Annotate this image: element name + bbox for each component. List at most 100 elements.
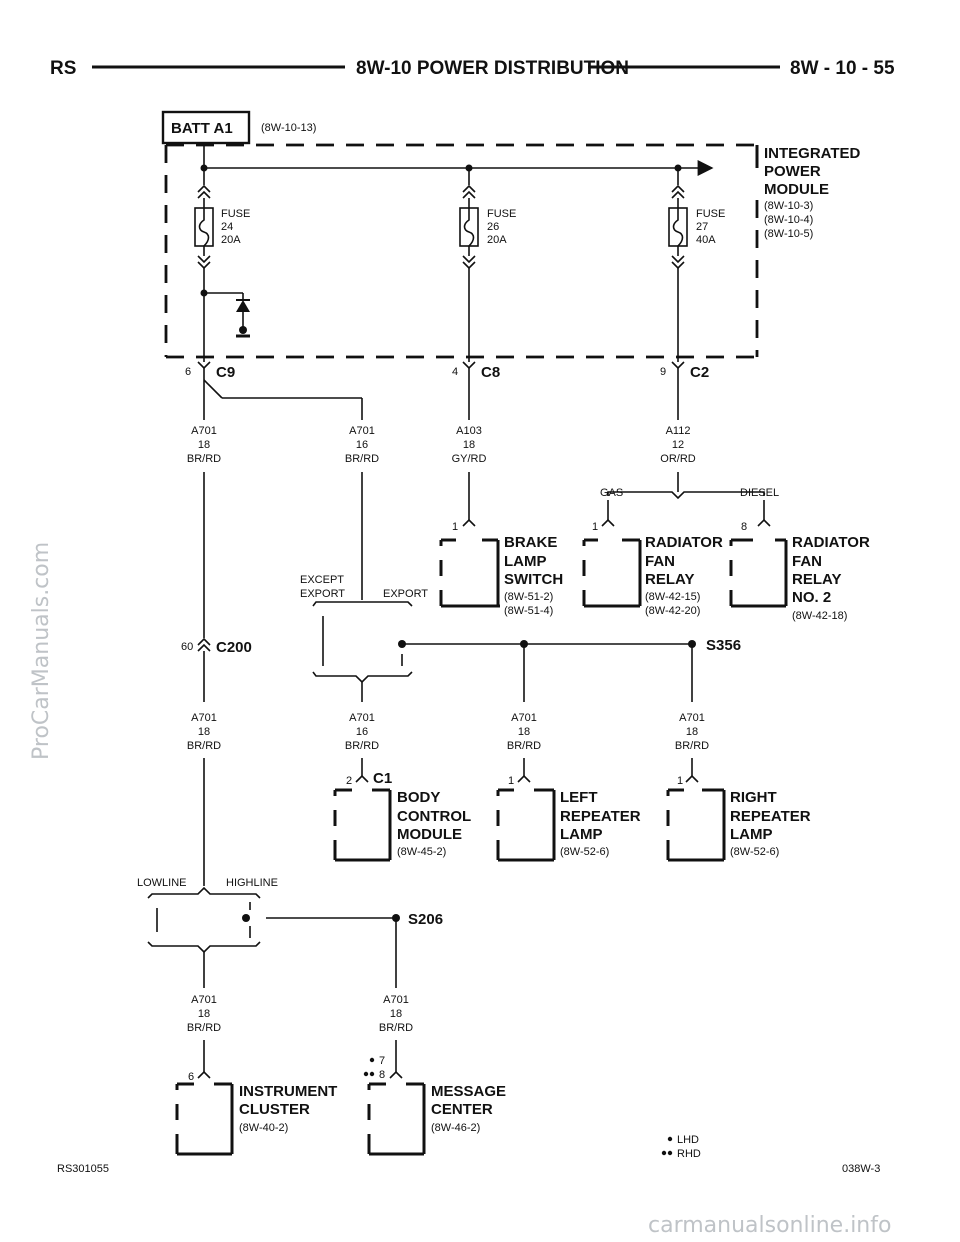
header-title: 8W-10 POWER DISTRIBUTION (356, 58, 629, 79)
svg-text:RADIATOR: RADIATOR (792, 534, 870, 551)
svg-text:GY/RD: GY/RD (452, 453, 487, 465)
svg-text:CENTER: CENTER (431, 1101, 493, 1118)
svg-text:BR/RD: BR/RD (379, 1022, 413, 1034)
svg-text:A701: A701 (191, 425, 217, 437)
svg-text:LEFT: LEFT (560, 789, 598, 806)
svg-text:(8W-51-2): (8W-51-2) (504, 591, 553, 603)
message-center-pin-lhd: 7 (379, 1055, 385, 1067)
fuse-26-rating: 20A (487, 234, 507, 246)
wire-label-a701-bcm: A701 16 BR/RD (345, 712, 379, 752)
wire-label-a701-right-lamp: A701 18 BR/RD (675, 712, 709, 752)
svg-text:RADIATOR: RADIATOR (645, 534, 723, 551)
message-center-pin-rhd: 8 (379, 1069, 385, 1081)
svg-text:INSTRUMENT: INSTRUMENT (239, 1083, 337, 1100)
right-repeater-lamp: 1 RIGHT REPEATER LAMP (8W-52-6) (666, 774, 811, 862)
connector-c1-name: C1 (373, 770, 392, 787)
instrument-cluster: 6 INSTRUMENT CLUSTER (8W-40-2) (175, 1070, 337, 1156)
fuse-24-label: FUSE (221, 208, 250, 220)
svg-text:CLUSTER: CLUSTER (239, 1101, 310, 1118)
svg-text:(8W-42-20): (8W-42-20) (645, 605, 700, 617)
radiator-fan-relay-pin: 1 (592, 521, 598, 533)
fuse-26-number: 26 (487, 221, 499, 233)
connector-c1-pin: 2 (346, 775, 352, 787)
splice-s356: S356 (398, 637, 741, 702)
svg-text:18: 18 (518, 726, 530, 738)
connector-c2-name: C2 (690, 364, 709, 381)
fuse-27-branch: FUSE 27 40A (668, 168, 725, 362)
svg-text:A701: A701 (191, 994, 217, 1006)
svg-text:LOWLINE: LOWLINE (137, 877, 187, 889)
svg-text:16: 16 (356, 439, 368, 451)
svg-text:HIGHLINE: HIGHLINE (226, 877, 278, 889)
svg-text:18: 18 (198, 439, 210, 451)
svg-text:REPEATER: REPEATER (560, 808, 641, 825)
svg-text:A701: A701 (349, 425, 375, 437)
left-repeater-lamp-pin: 1 (508, 775, 514, 787)
ipm-ref-2: (8W-10-4) (764, 214, 813, 226)
svg-text:BRAKE: BRAKE (504, 534, 557, 551)
svg-text:A701: A701 (349, 712, 375, 724)
header-section-code: RS (50, 58, 76, 79)
ipm-title-line-3: MODULE (764, 181, 829, 198)
wire-label-a701-16: A701 16 BR/RD (345, 425, 379, 465)
fuse-26-label: FUSE (487, 208, 516, 220)
ipm-title-line-1: INTEGRATED (764, 145, 861, 162)
drive-side-legend: LHD RHD (661, 1134, 701, 1160)
message-center: 7 8 MESSAGE CENTER (8W-46-2) (363, 1055, 506, 1156)
fuse-24-branch: FUSE 24 20A (194, 168, 250, 362)
export-option-bracket: EXCEPT EXPORT EXPORT (300, 574, 428, 702)
page-header: RS 8W-10 POWER DISTRIBUTION 8W - 10 - 55 (50, 58, 895, 79)
svg-text:CONTROL: CONTROL (397, 808, 471, 825)
fuse-27-rating: 40A (696, 234, 716, 246)
svg-text:A103: A103 (456, 425, 482, 437)
svg-text:A112: A112 (666, 425, 691, 437)
diode-icon (236, 299, 250, 312)
batt-a1-ref: (8W-10-13) (261, 122, 316, 134)
bottom-watermark: carmanualsonline.info (648, 1213, 891, 1238)
option-gas-label: GAS (600, 487, 623, 499)
svg-text:18: 18 (198, 1008, 210, 1020)
wire-label-a112: A112 12 OR/RD (660, 425, 696, 465)
svg-text:BR/RD: BR/RD (187, 1022, 221, 1034)
fuse-27-label: FUSE (696, 208, 725, 220)
brake-lamp-switch-pin: 1 (452, 521, 458, 533)
svg-text:(8W-42-18): (8W-42-18) (792, 610, 847, 622)
wire-label-a701-message: A701 18 BR/RD (379, 994, 413, 1034)
brake-lamp-switch: 1 BRAKE LAMP SWITCH (8W-51-2) (8W-51-4) (439, 518, 563, 617)
svg-text:12: 12 (672, 439, 684, 451)
svg-text:A701: A701 (679, 712, 705, 724)
connector-c9-pin: 6 (185, 366, 191, 378)
svg-text:EXPORT: EXPORT (383, 588, 428, 600)
svg-text:REPEATER: REPEATER (730, 808, 811, 825)
body-control-module: 2 C1 BODY CONTROL MODULE (8W-45-2) (333, 770, 471, 862)
connector-c200: 60 C200 (181, 637, 252, 702)
fuse-24-rating: 20A (221, 234, 241, 246)
svg-text:LAMP: LAMP (730, 826, 773, 843)
svg-text:18: 18 (463, 439, 475, 451)
splice-s206: S206 (242, 911, 443, 988)
svg-text:MESSAGE: MESSAGE (431, 1083, 506, 1100)
wire-label-a701-cluster: A701 18 BR/RD (187, 994, 221, 1034)
svg-text:BR/RD: BR/RD (345, 740, 379, 752)
option-diesel-label: DIESEL (740, 487, 779, 499)
svg-text:(8W-46-2): (8W-46-2) (431, 1122, 480, 1134)
fuse-27-icon (668, 207, 688, 247)
svg-text:EXCEPT: EXCEPT (300, 574, 344, 586)
svg-text:OR/RD: OR/RD (660, 453, 696, 465)
right-repeater-lamp-pin: 1 (677, 775, 683, 787)
svg-text:BODY: BODY (397, 789, 440, 806)
connector-c8: 4 C8 (452, 361, 500, 381)
batt-a1-source: BATT A1 (8W-10-13) (161, 110, 316, 145)
ipm-title-line-2: POWER (764, 163, 821, 180)
batt-a1-label: BATT A1 (171, 120, 233, 137)
wire-label-a701-c200: A701 18 BR/RD (187, 712, 221, 752)
connector-c9-name: C9 (216, 364, 235, 381)
ipm-ref-1: (8W-10-3) (764, 200, 813, 212)
integrated-power-module: INTEGRATED POWER MODULE (8W-10-3) (8W-10… (164, 143, 861, 359)
lowline-highline-bracket: LOWLINE HIGHLINE (137, 877, 278, 988)
svg-text:BR/RD: BR/RD (675, 740, 709, 752)
svg-text:EXPORT: EXPORT (300, 588, 345, 600)
fuse-27-number: 27 (696, 221, 708, 233)
svg-text:(8W-52-6): (8W-52-6) (560, 846, 609, 858)
legend-rhd: RHD (677, 1148, 701, 1160)
